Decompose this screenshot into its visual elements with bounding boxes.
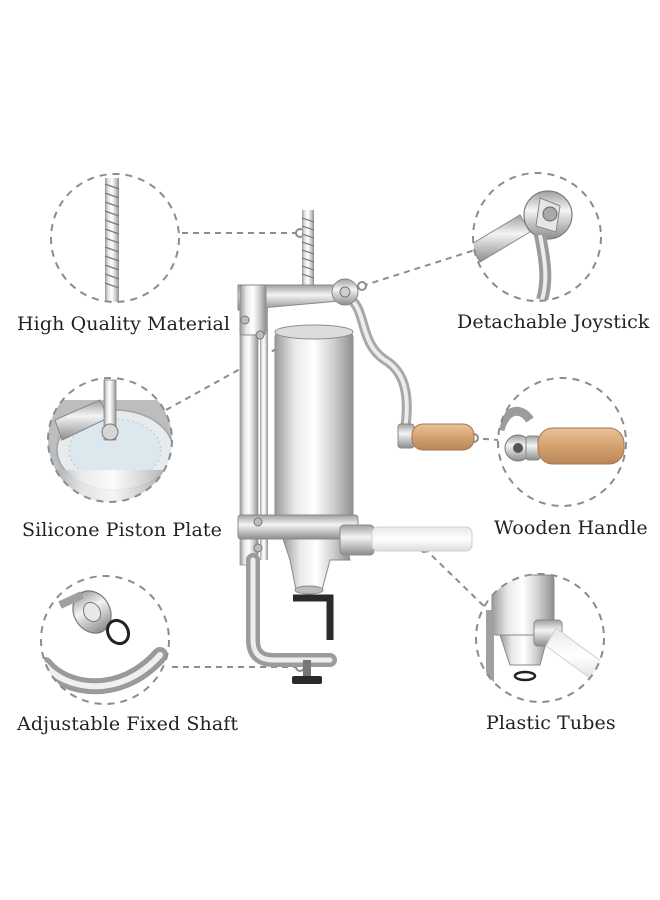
label-adjustable-fixed-shaft: Adjustable Fixed Shaft (17, 713, 239, 735)
callout-silicone-piston-plate (47, 377, 173, 503)
label-plastic-tubes: Plastic Tubes (486, 712, 616, 734)
callout-adjustable-fixed-shaft (40, 575, 170, 705)
leader-dot (357, 281, 367, 291)
callout-high-quality-material (50, 173, 180, 303)
leader-line-piston (165, 337, 297, 411)
label-wooden-handle: Wooden Handle (494, 517, 648, 539)
leader-line-tubes (423, 547, 491, 613)
callout-plastic-tubes (475, 573, 605, 703)
callout-wooden-handle (497, 377, 627, 507)
label-high-quality-material: High Quality Material (17, 313, 231, 335)
label-silicone-piston-plate: Silicone Piston Plate (22, 519, 222, 541)
sausage-stuffer (237, 210, 475, 684)
label-detachable-joystick: Detachable Joystick (457, 311, 650, 333)
leader-line-joystick (361, 249, 476, 287)
callout-detachable-joystick (472, 172, 602, 302)
